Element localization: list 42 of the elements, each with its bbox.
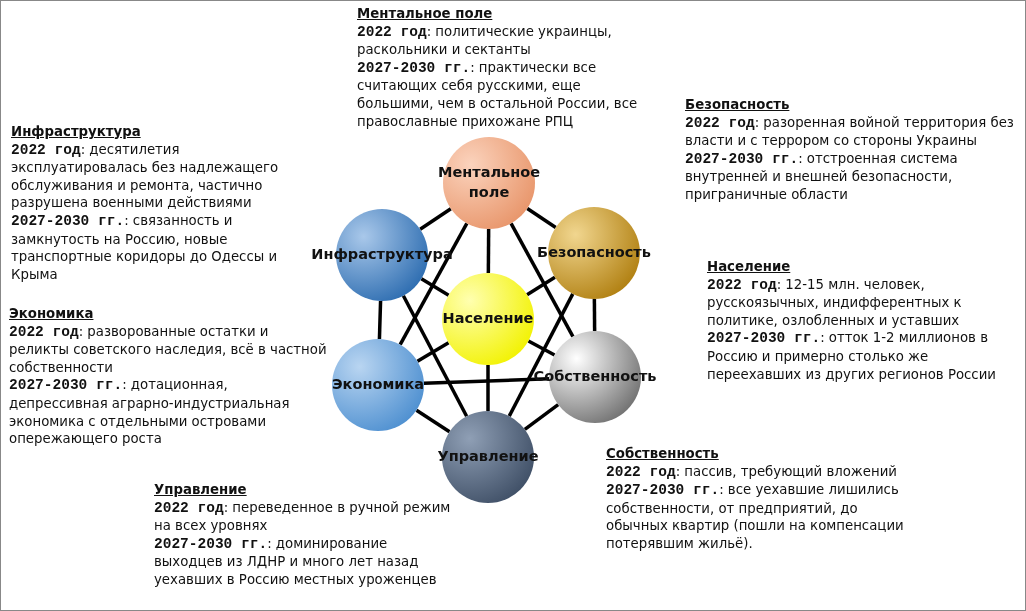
section-heading: Экономика xyxy=(9,305,94,323)
description-text: 2027-2030 гг.: связанность и замкнутость на Россию, новые транспортные коридоры до Одессы и Крыма xyxy=(11,211,279,284)
node-label: Население xyxy=(442,309,534,329)
description-text: 2027-2030 гг.: дотационная, депрессивная аграрно-индустриальная экономика с отдельными островами опережающего роста xyxy=(9,376,291,448)
description-text: 2022 год: политические украинцы, раскольники и сектанты xyxy=(357,22,613,59)
section-heading: Управление xyxy=(154,481,247,499)
connector-line xyxy=(526,207,557,229)
section-heading: Население xyxy=(707,258,791,276)
section-heading: Ментальное поле xyxy=(357,5,493,23)
connector-line xyxy=(377,300,383,340)
connector-line xyxy=(526,275,556,297)
description-text: 2027-2030 гг.: практически все считающих себя русскими, еще большими, чем в остальной России, все православные прихожане РПЦ xyxy=(357,58,639,131)
connector-line xyxy=(416,341,450,363)
connector-line xyxy=(527,339,556,357)
description-text: 2022 год: переведенное в ручной режим на всех уровнях xyxy=(154,498,452,535)
node-label: Экономика xyxy=(331,375,425,395)
node-label: Собственность xyxy=(533,367,657,387)
connector-line xyxy=(509,222,575,338)
description-text: 2022 год: пассив, требующий вложений xyxy=(606,462,897,482)
connector-line xyxy=(415,408,451,434)
description-text: 2027-2030 гг.: отстроенная система внутренней и внешней безопасности, приграничные области xyxy=(685,149,959,204)
description-text: 2022 год: 12-15 млн. человек, русскоязычных, индифферентных к политике, озлобленных и уставших xyxy=(707,275,963,330)
description-text: 2027-2030 гг.: отток 1-2 миллионов в Россию и примерно столько же переехавших из других регионов России xyxy=(707,329,997,384)
description-text: 2022 год: разоренная войной территория без власти и с террором со стороны Украины xyxy=(685,113,1015,150)
connector-line xyxy=(423,376,550,386)
connector-line xyxy=(420,277,450,297)
section-heading: Собственность xyxy=(606,445,719,463)
description-text: 2022 год: разворованные остатки и реликты советского наследия, всё в частной собственности xyxy=(9,322,327,377)
connector-line xyxy=(523,403,560,431)
connector-line xyxy=(398,222,469,346)
connector-line xyxy=(592,299,597,331)
section-heading: Безопасность xyxy=(685,96,790,114)
description-text: 2022 год: десятилетия эксплуатировалась без надлежащего обслуживания и ремонта, частично разрушена военными действиями xyxy=(11,140,280,212)
connector-line xyxy=(401,294,469,418)
connector-line xyxy=(419,207,452,231)
connector-line xyxy=(507,293,575,417)
connector-line xyxy=(486,365,490,411)
description-text: 2027-2030 гг.: все уехавшие лишились собственности, от предприятий, до обычных квартир (пошли на компенсации потерявшим жильё). xyxy=(606,481,905,553)
connector-line xyxy=(486,229,491,273)
description-text: 2027-2030 гг.: доминирование выходцев из ЛДНР и много лет назад уехавших в Россию местных уроженцев xyxy=(154,534,438,589)
node-label: Ментальное поле xyxy=(436,163,542,202)
section-heading: Инфраструктура xyxy=(11,123,141,141)
